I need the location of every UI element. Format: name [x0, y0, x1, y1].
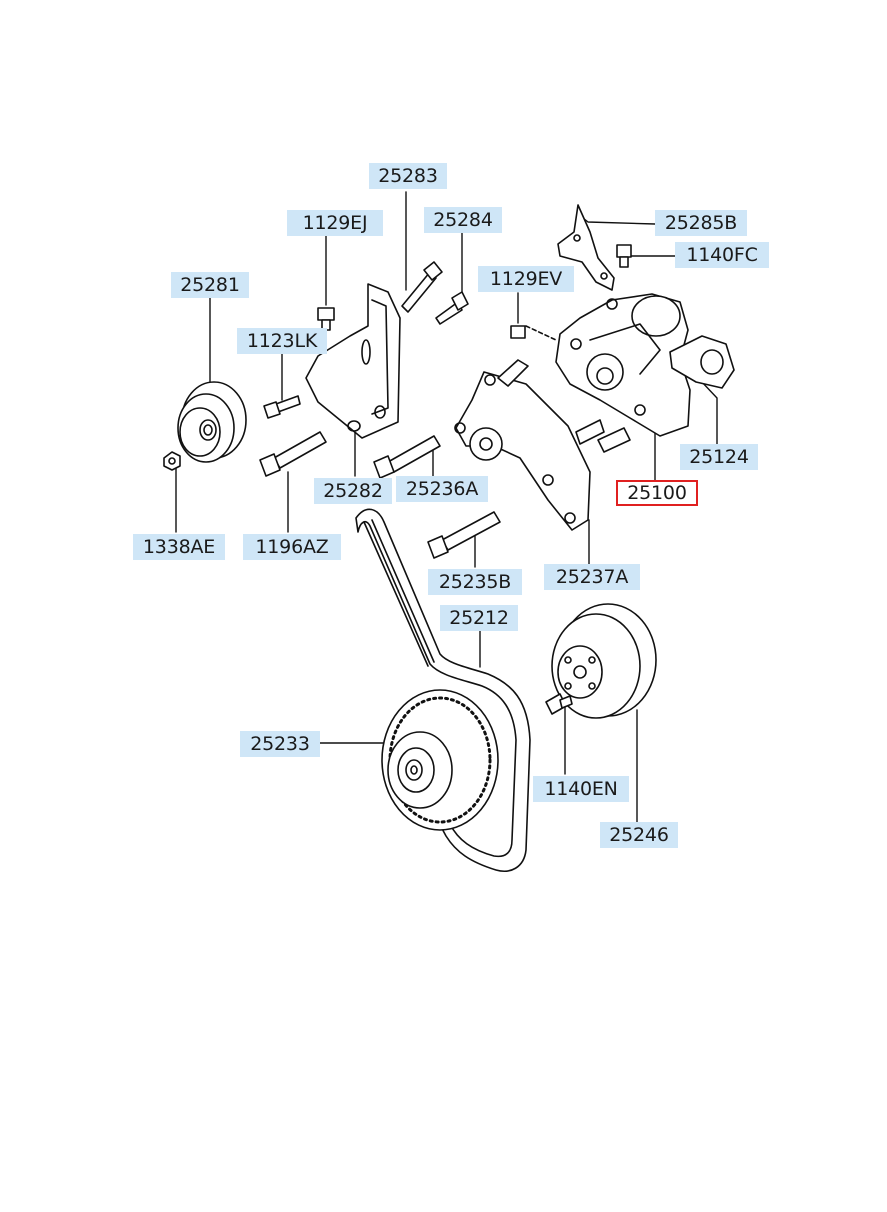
part-label-25212[interactable]: 25212 — [440, 605, 518, 631]
bolt-1140FC — [616, 244, 632, 268]
part-label-25283[interactable]: 25283 — [369, 163, 447, 189]
bolt-1196AZ — [259, 431, 327, 477]
part-label-25100[interactable]: 25100 — [616, 480, 698, 506]
bolt-1140EN — [545, 693, 573, 715]
bracket-25282 — [305, 283, 401, 439]
part-label-1129EV[interactable]: 1129EV — [478, 266, 574, 292]
part-label-1196AZ[interactable]: 1196AZ — [243, 534, 341, 560]
bolt-1123LK — [263, 395, 301, 419]
part-label-25246[interactable]: 25246 — [600, 822, 678, 848]
part-label-25285B[interactable]: 25285B — [655, 210, 747, 236]
idler-pulley-25281 — [177, 381, 247, 463]
part-label-25233[interactable]: 25233 — [240, 731, 320, 757]
bolt-1129EV — [510, 325, 557, 341]
bracket-25285B — [557, 204, 615, 291]
bolt-1129EJ — [317, 307, 335, 331]
part-label-25124[interactable]: 25124 — [680, 444, 758, 470]
bolt-25283 — [401, 261, 443, 313]
part-label-1129EJ[interactable]: 1129EJ — [287, 210, 383, 236]
part-label-1140FC[interactable]: 1140FC — [675, 242, 769, 268]
part-label-25236A[interactable]: 25236A — [396, 476, 488, 502]
nut-1338AE — [163, 451, 181, 471]
bolt-25236A — [373, 435, 441, 479]
part-label-1123LK[interactable]: 1123LK — [237, 328, 327, 354]
leader-lines — [175, 191, 718, 823]
gasket-25124 — [669, 335, 735, 389]
part-label-25235B[interactable]: 25235B — [428, 569, 522, 595]
bolt-25284 — [435, 291, 469, 325]
water-pump-pulley-25246 — [551, 603, 657, 719]
part-label-25282[interactable]: 25282 — [314, 478, 392, 504]
part-label-1338AE[interactable]: 1338AE — [133, 534, 225, 560]
part-label-25284[interactable]: 25284 — [424, 207, 502, 233]
part-label-1140EN[interactable]: 1140EN — [533, 776, 629, 802]
water-pump-25100 — [555, 293, 691, 437]
fan-clutch-25233 — [381, 689, 499, 831]
part-label-25281[interactable]: 25281 — [171, 272, 249, 298]
bolt-25235B — [427, 511, 501, 559]
part-label-25237A[interactable]: 25237A — [544, 564, 640, 590]
bracket-25237A — [454, 359, 631, 531]
